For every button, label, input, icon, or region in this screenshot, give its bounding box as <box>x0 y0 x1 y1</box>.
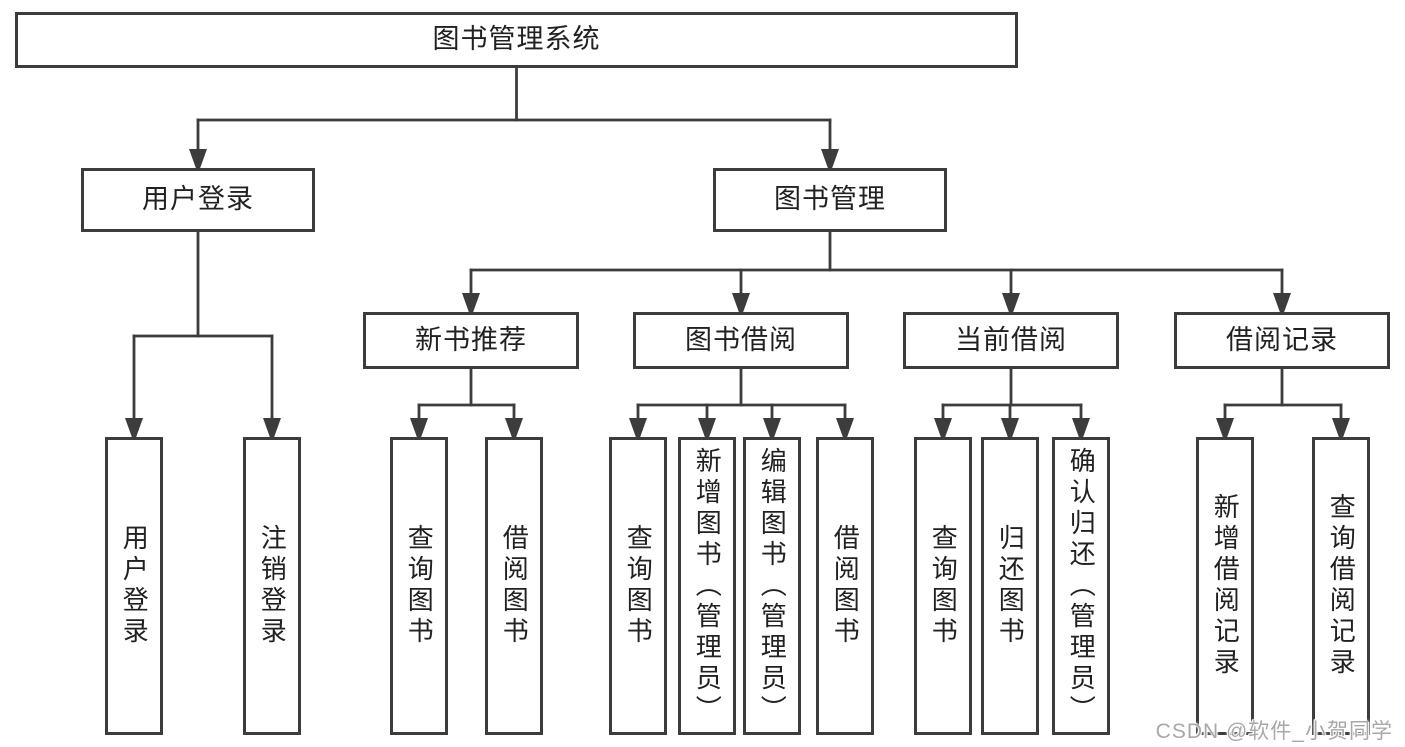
node-label: 借阅图书 <box>499 524 530 648</box>
node-user-login: 用户登录 <box>81 168 315 232</box>
node-new-book-rec: 新书推荐 <box>363 312 579 369</box>
arrowhead-icon <box>763 418 781 443</box>
node-label: 借阅图书 <box>830 524 861 648</box>
node-current-borrow: 当前借阅 <box>903 312 1119 369</box>
node-label: 当前借阅 <box>955 324 1067 355</box>
arrowhead-icon <box>1216 418 1234 443</box>
arrowhead-icon <box>410 418 428 443</box>
node-label: 查询图书 <box>404 524 435 648</box>
node-book-borrow: 图书借阅 <box>633 312 849 369</box>
node-label: 新增图书（管理员） <box>692 446 723 726</box>
node-label: 图书借阅 <box>685 324 797 355</box>
node-br-query-record: 查询借阅记录 <box>1312 437 1370 735</box>
node-root: 图书管理系统 <box>15 12 1018 68</box>
node-label: 图书管理 <box>774 184 886 215</box>
node-book-mgmt: 图书管理 <box>713 168 947 232</box>
node-leaf-user-login: 用户登录 <box>105 437 163 735</box>
node-bb-edit-book: 编辑图书（管理员） <box>743 437 801 735</box>
node-label: 新书推荐 <box>415 324 527 355</box>
node-label: 编辑图书（管理员） <box>757 446 788 726</box>
arrowhead-icon <box>462 293 480 318</box>
node-bb-borrow-book: 借阅图书 <box>816 437 874 735</box>
node-borrow-records: 借阅记录 <box>1174 312 1390 369</box>
arrowhead-icon <box>1002 293 1020 318</box>
arrowhead-icon <box>821 149 839 174</box>
node-label: 查询借阅记录 <box>1326 493 1357 679</box>
node-label: 新增借阅记录 <box>1210 493 1241 679</box>
arrowhead-icon <box>698 418 716 443</box>
arrowhead-icon <box>125 418 143 443</box>
node-label: 确认归还（管理员） <box>1066 446 1097 726</box>
node-label: 查询图书 <box>623 524 654 648</box>
arrowhead-icon <box>1273 293 1291 318</box>
node-label: 注销登录 <box>257 524 288 648</box>
arrowhead-icon <box>1072 418 1090 443</box>
node-label: 用户登录 <box>142 184 254 215</box>
node-bb-add-book: 新增图书（管理员） <box>678 437 736 735</box>
arrowhead-icon <box>629 418 647 443</box>
arrowhead-icon <box>934 418 952 443</box>
node-leaf-logout: 注销登录 <box>243 437 301 735</box>
node-label: 查询图书 <box>928 524 959 648</box>
node-label: 借阅记录 <box>1226 324 1338 355</box>
arrowhead-icon <box>732 293 750 318</box>
node-cb-confirm-return: 确认归还（管理员） <box>1052 437 1110 735</box>
arrowhead-icon <box>1001 418 1019 443</box>
node-br-add-record: 新增借阅记录 <box>1196 437 1254 735</box>
arrowhead-icon <box>836 418 854 443</box>
node-label: 用户登录 <box>119 524 150 648</box>
node-label: 图书管理系统 <box>432 24 601 55</box>
watermark-text: CSDN @软件_小贺同学 <box>1155 720 1393 743</box>
arrowhead-icon <box>263 418 281 443</box>
arrowhead-icon <box>189 149 207 174</box>
node-label: 归还图书 <box>995 524 1026 648</box>
node-bb-query-book: 查询图书 <box>609 437 667 735</box>
arrowhead-icon <box>505 418 523 443</box>
arrowhead-icon <box>1332 418 1350 443</box>
node-nbr-query-book: 查询图书 <box>390 437 448 735</box>
node-cb-return-book: 归还图书 <box>981 437 1039 735</box>
node-cb-query-book: 查询图书 <box>914 437 972 735</box>
node-nbr-borrow-book: 借阅图书 <box>485 437 543 735</box>
